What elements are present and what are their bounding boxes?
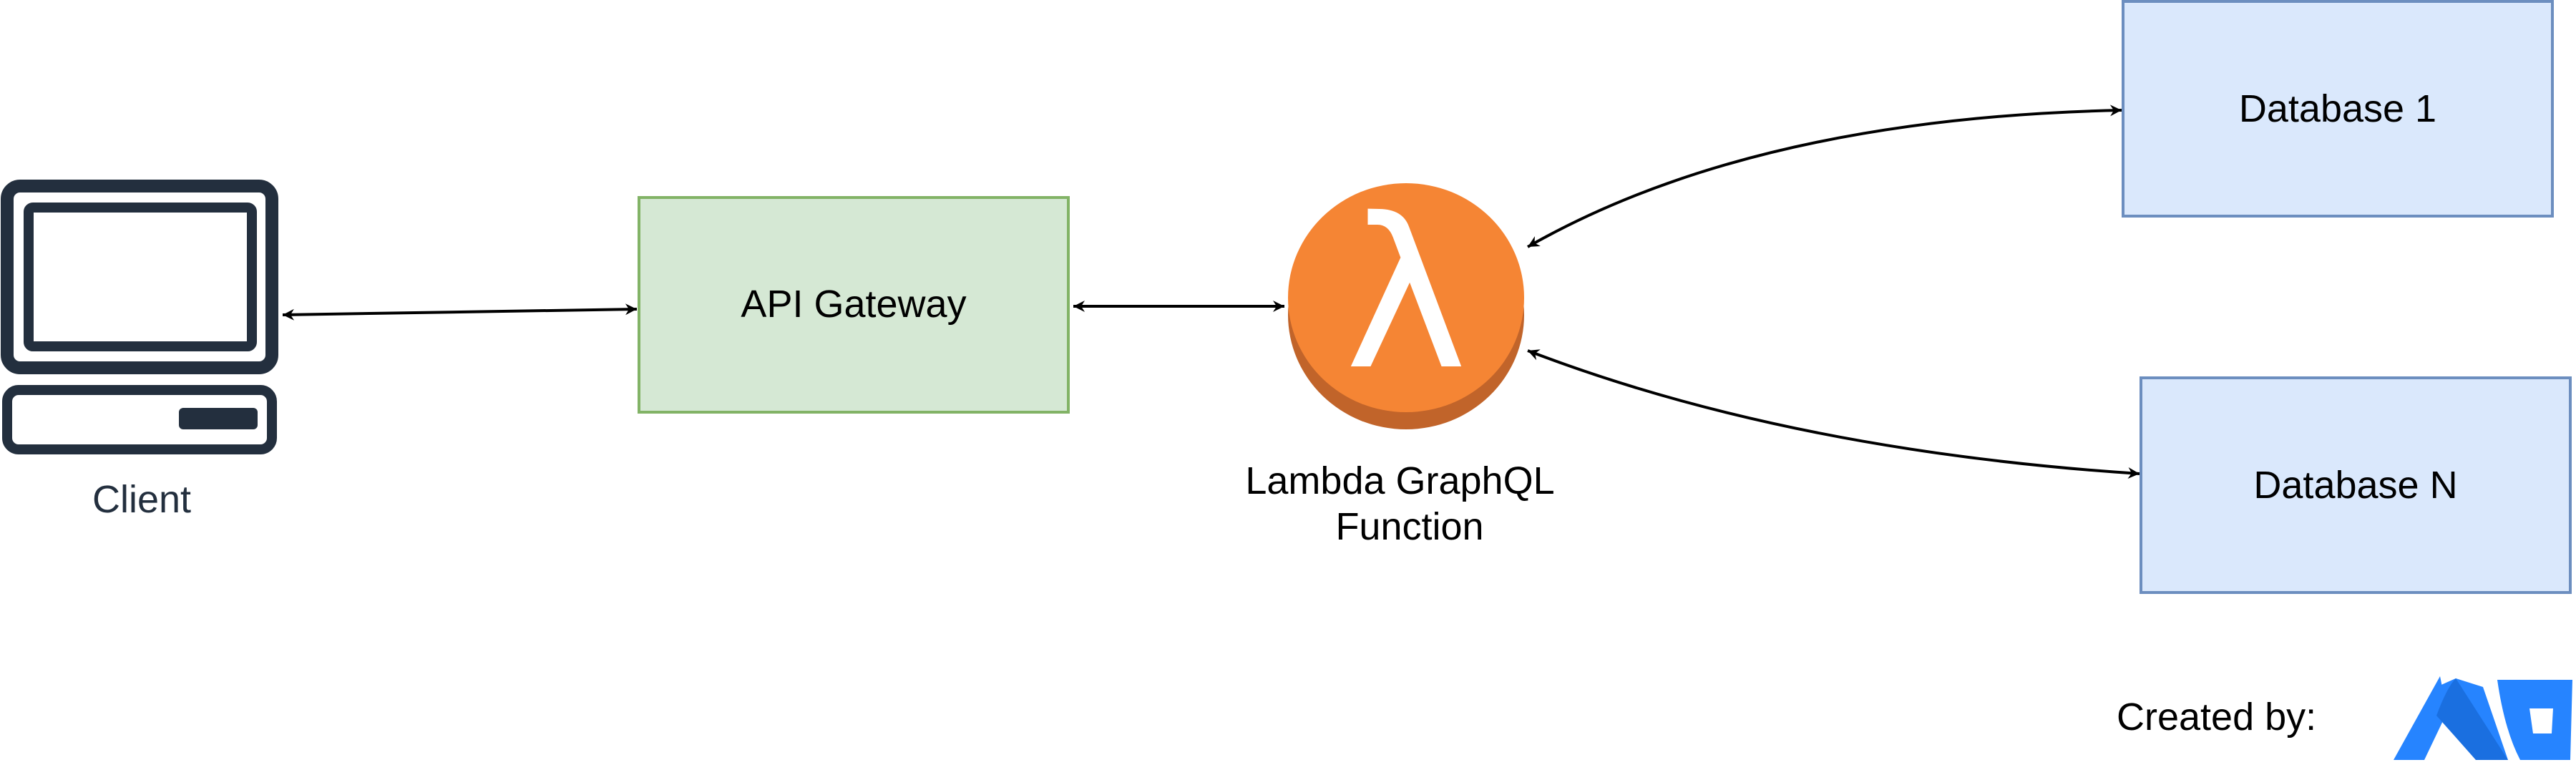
aws-lambda-icon: λ — [1288, 175, 1524, 429]
database-n-node[interactable]: Database N — [2140, 376, 2572, 594]
database-1-node[interactable]: Database 1 — [2122, 0, 2554, 218]
lambda-glyph: λ — [1345, 175, 1468, 416]
atlassian-logo-icon — [2394, 676, 2508, 760]
edge-client-api-gateway — [282, 303, 638, 321]
edge-lambda-database-1 — [1527, 104, 2122, 248]
database-1-label: Database 1 — [2239, 87, 2436, 130]
lambda-label-line-2: Function — [1335, 505, 1483, 548]
api-gateway-node[interactable]: API Gateway — [638, 196, 1070, 414]
database-n-box — [2140, 376, 2572, 594]
created-by-footer: Created by: — [2117, 676, 2572, 760]
edge-lambda-database-n — [1527, 349, 2140, 479]
api-gateway-label: API Gateway — [741, 283, 966, 326]
lambda-label: Lambda GraphQL Function — [1245, 459, 1563, 548]
client-computer-icon — [1, 180, 278, 454]
database-1-box — [2122, 0, 2554, 218]
lambda-node[interactable]: λ Lambda GraphQL Function — [1245, 175, 1563, 548]
created-by-label: Created by: — [2117, 696, 2316, 738]
database-n-label: Database N — [2253, 464, 2457, 507]
lambda-label-line-1: Lambda GraphQL — [1245, 459, 1553, 502]
client-label: Client — [92, 478, 191, 521]
bitbucket-logo-icon — [2497, 680, 2572, 760]
client-node[interactable]: Client — [1, 180, 278, 521]
api-gateway-box — [638, 196, 1070, 414]
